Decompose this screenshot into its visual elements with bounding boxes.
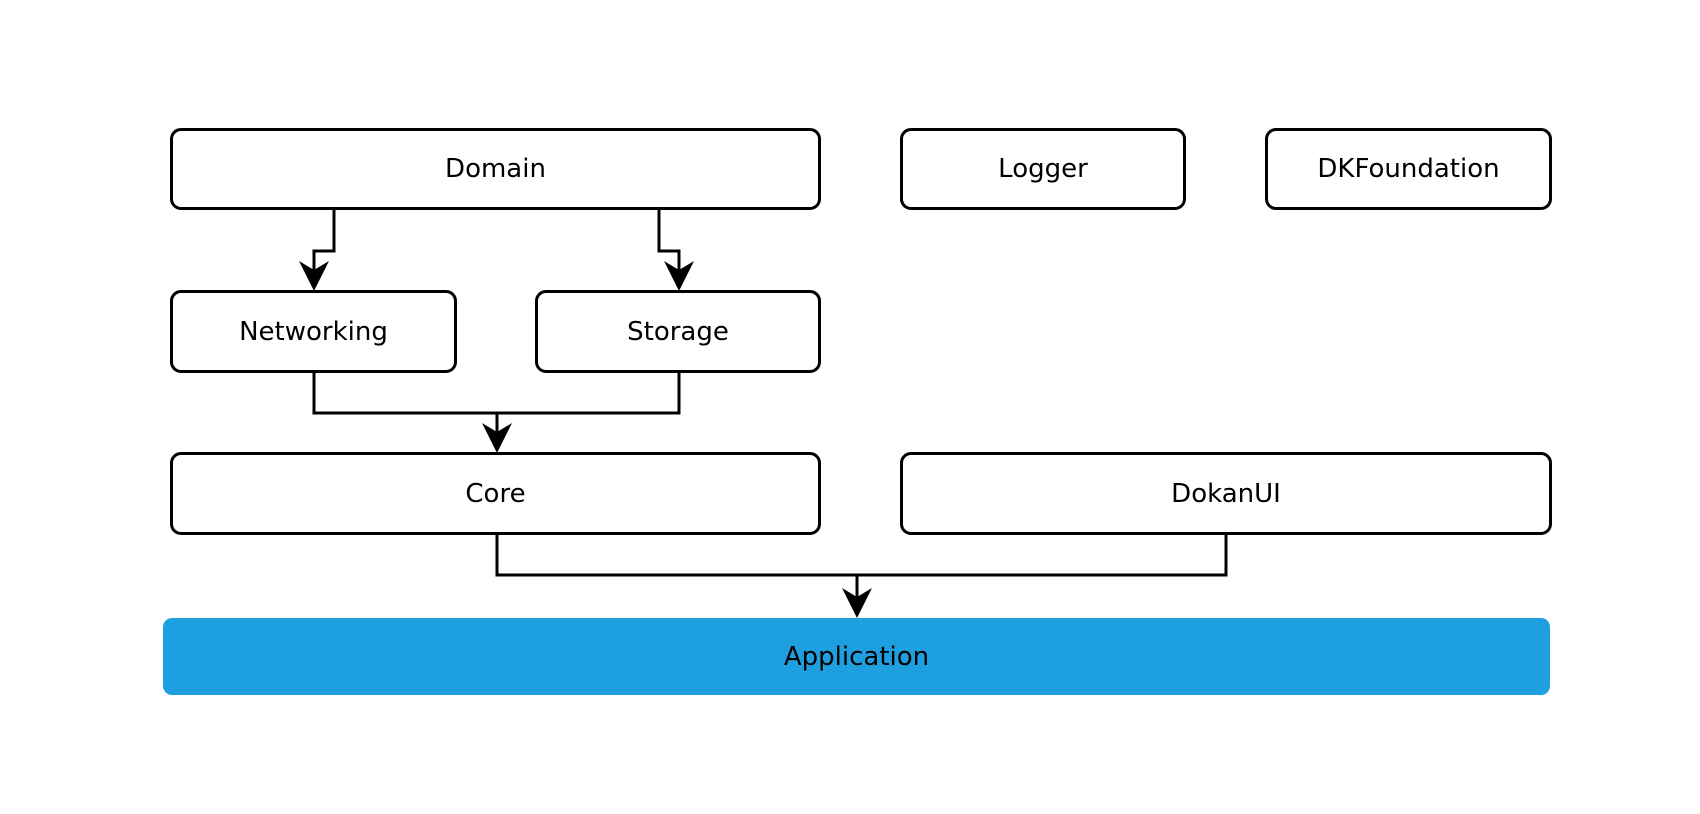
edge-storage-to-core [497, 373, 681, 415]
node-domain-label: Domain [445, 154, 546, 184]
edge-domain-to-networking [299, 210, 336, 291]
node-storage-label: Storage [627, 316, 729, 347]
node-core: Core [170, 452, 821, 535]
edge-dokanui-to-application [857, 535, 1228, 577]
node-networking: Networking [170, 290, 457, 373]
node-logger: Logger [900, 128, 1186, 210]
node-dkfoundation-label: DKFoundation [1317, 154, 1500, 184]
edge-core-to-application [495, 535, 872, 618]
node-dokanui-label: DokanUI [1171, 478, 1281, 509]
node-application-label: Application [783, 641, 930, 672]
node-logger-label: Logger [998, 154, 1088, 184]
node-storage: Storage [535, 290, 821, 373]
node-core-label: Core [465, 478, 526, 509]
node-application: Application [163, 618, 1550, 695]
node-networking-label: Networking [239, 316, 388, 347]
node-dokanui: DokanUI [900, 452, 1552, 535]
edge-networking-to-core [312, 373, 512, 453]
node-dkfoundation: DKFoundation [1265, 128, 1552, 210]
edge-domain-to-storage [657, 210, 694, 291]
node-domain: Domain [170, 128, 821, 210]
